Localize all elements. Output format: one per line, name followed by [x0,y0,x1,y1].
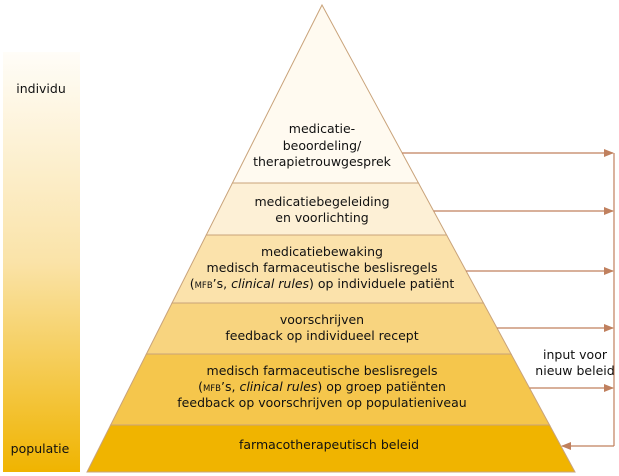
layer-3-line-1: medicatiebewaking [261,244,383,259]
layer-2-line-1: medicatiebegeleiding [254,194,389,209]
layer-1-line-1: medicatie- [289,121,355,136]
pyramid-layer-2 [205,182,448,236]
feedback-arrows [402,149,615,450]
layer-1-line-2: beoordeling/ [283,138,362,153]
scale-bar [3,52,80,472]
scale-top-label: individu [16,81,66,96]
layer-5-line-1: medisch farmaceutische beslisregels [207,363,438,378]
feedback-label-line-2: nieuw beleid [535,363,614,378]
feedback-label-line-1: input voor [543,347,608,362]
scale-bottom-label: populatie [11,441,70,456]
layer-4-line-1: voorschrijven [280,312,364,327]
layer-3-line-2: medisch farmaceutische beslisregels [207,260,438,275]
layer-5-line-3: feedback op voorschrijven op populatieni… [177,395,466,410]
layer-4-line-2: feedback op individueel recept [225,328,418,343]
layer-3-line-3: (MFB’s, clinical rules) op individuele p… [190,276,455,291]
pyramid-layer-6 [86,424,576,473]
layer-2-line-2: en voorlichting [275,210,368,225]
layer-6-line-1: farmacotherapeutisch beleid [239,437,419,452]
layer-5-line-2: (MFB’s, clinical rules) op groep patiënt… [198,379,446,394]
layer-1-line-3: therapietrouwgesprek [253,154,392,169]
